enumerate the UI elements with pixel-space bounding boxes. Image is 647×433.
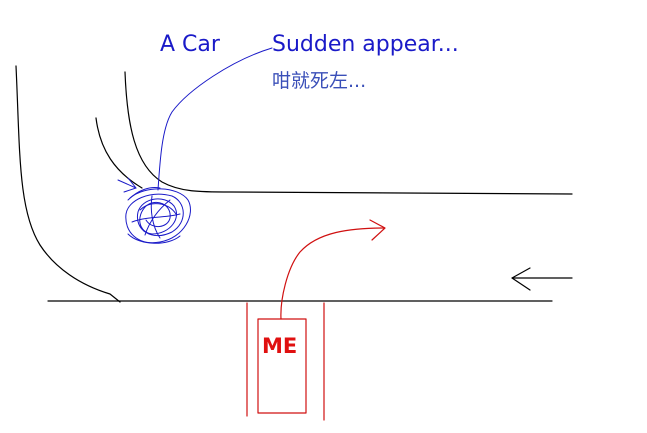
car-scribble [125, 187, 191, 244]
car-pointer-line [157, 47, 273, 191]
me-box [257, 318, 307, 414]
side-road-left-edge [124, 71, 573, 195]
me-path-arrow [280, 227, 385, 320]
road-outer-left-curve [15, 65, 121, 303]
side-road-inner-curve [95, 117, 143, 189]
caption-chinese: 咁就死左... [272, 70, 367, 92]
arrow-left-head [511, 267, 531, 291]
me-label: ME [262, 334, 298, 358]
car-label: A Car [160, 32, 220, 57]
road-lines [15, 65, 573, 303]
me-path-arrow-head [369, 219, 386, 241]
car-motion-arrow [117, 177, 137, 193]
me-area [246, 219, 386, 421]
caption-sudden-appear: Sudden appear... [272, 32, 459, 57]
